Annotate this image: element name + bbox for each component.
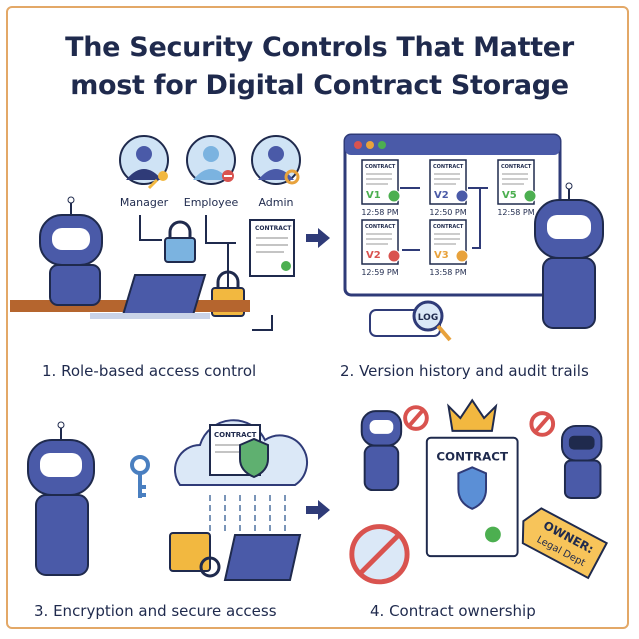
version-document: CONTRACT V5 12:58 PM (497, 159, 537, 217)
check-icon (455, 249, 469, 263)
robot (27, 421, 95, 576)
prohibited-icon (403, 405, 429, 431)
contract-document: CONTRACT (249, 219, 295, 277)
lock-icon-blue (164, 220, 196, 263)
role-admin: Admin (258, 196, 293, 209)
key-icon (130, 455, 150, 498)
svg-text:CONTRACT: CONTRACT (214, 431, 257, 439)
panel1-illustration: Manager Employee Admin CONTRACT (10, 135, 301, 331)
version-label: V2 (434, 190, 449, 201)
doc-label: CONTRACT (501, 164, 532, 170)
connector-lines (139, 215, 273, 331)
version-time: 12:59 PM (361, 268, 398, 277)
prohibited-robot-icon (349, 524, 410, 585)
doc-label: CONTRACT (433, 164, 464, 170)
panel4-illustration: CONTRACT OWNER:Legal Dept (349, 398, 609, 585)
employee-avatar (186, 135, 236, 185)
secure-window-icon (169, 532, 221, 578)
laptop (223, 534, 302, 581)
robot (534, 182, 604, 329)
panel3-illustration: CONTRACT (27, 419, 309, 581)
robot-left (360, 410, 403, 492)
version-time: 12:50 PM (429, 208, 466, 217)
version-label: V3 (434, 250, 449, 261)
key-icon (147, 171, 168, 190)
prohibited-icon (529, 411, 556, 437)
version-document: CONTRACT V3 13:58 PM (429, 219, 469, 277)
page-title-line2: most for Digital Contract Storage (70, 70, 569, 101)
contract-scroll: CONTRACT (425, 436, 519, 558)
version-time: 12:58 PM (497, 208, 534, 217)
check-icon (523, 189, 537, 203)
panel4-caption: 4. Contract ownership (370, 602, 536, 620)
check-icon (387, 189, 401, 203)
version-time: 12:58 PM (361, 208, 398, 217)
version-label: V5 (502, 190, 517, 201)
check-icon (455, 189, 469, 203)
arrow-icon (306, 500, 330, 520)
version-time: 13:58 PM (429, 268, 466, 277)
panel1-caption: 1. Role-based access control (42, 362, 257, 380)
page-title-line1: The Security Controls That Matter (65, 32, 574, 63)
svg-text:LOG: LOG (418, 313, 438, 323)
version-document: CONTRACT V2 12:59 PM (361, 219, 401, 277)
admin-avatar (251, 135, 301, 185)
panel3-caption: 3. Encryption and secure access (34, 602, 277, 620)
panel2-caption: 2. Version history and audit trails (340, 362, 589, 380)
version-label: V2 (366, 250, 381, 261)
version-document: CONTRACT V2 12:50 PM (429, 159, 469, 217)
version-label: V1 (366, 190, 381, 201)
contract-title: CONTRACT (436, 449, 508, 463)
doc-label: CONTRACT (365, 164, 396, 170)
robot (39, 196, 103, 306)
arrow-icon (306, 228, 330, 248)
doc-label: CONTRACT (365, 224, 396, 230)
check-icon (387, 249, 401, 263)
manager-avatar (119, 135, 169, 185)
version-document: CONTRACT V1 12:58 PM (361, 159, 401, 217)
panel2-illustration: CONTRACT V1 12:58 PM CONTRACT V2 12:50 P… (343, 133, 604, 342)
doc-label: CONTRACT (433, 224, 464, 230)
owner-tag: OWNER:Legal Dept (521, 507, 609, 580)
laptop (90, 274, 210, 319)
page-frame (6, 6, 629, 629)
robot-right (561, 424, 603, 499)
role-manager: Manager (120, 196, 169, 209)
data-streams (209, 495, 286, 535)
crown-icon (447, 398, 498, 432)
svg-text:CONTRACT: CONTRACT (255, 225, 292, 232)
shield-lock-icon (239, 437, 269, 479)
role-employee: Employee (184, 196, 239, 209)
log-magnifier: LOG (369, 300, 452, 342)
